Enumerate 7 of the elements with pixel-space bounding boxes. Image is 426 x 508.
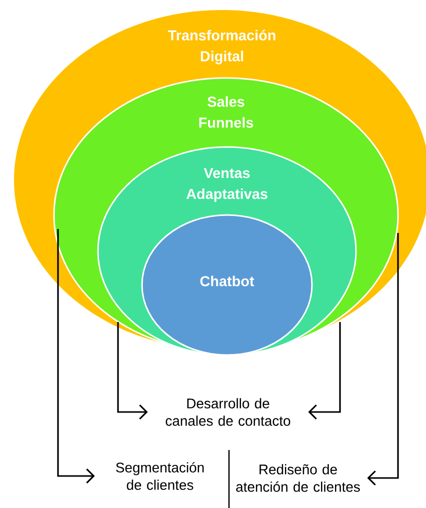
arrow [367,233,399,486]
text-label: Desarrollo de canales de contacto [166,398,290,426]
arrow [117,322,148,420]
text-label: Segmentación de clientes [116,462,204,490]
text-label: Rediseño de atención de clientes [236,464,360,492]
arrow [57,229,95,484]
arrow [308,322,341,420]
